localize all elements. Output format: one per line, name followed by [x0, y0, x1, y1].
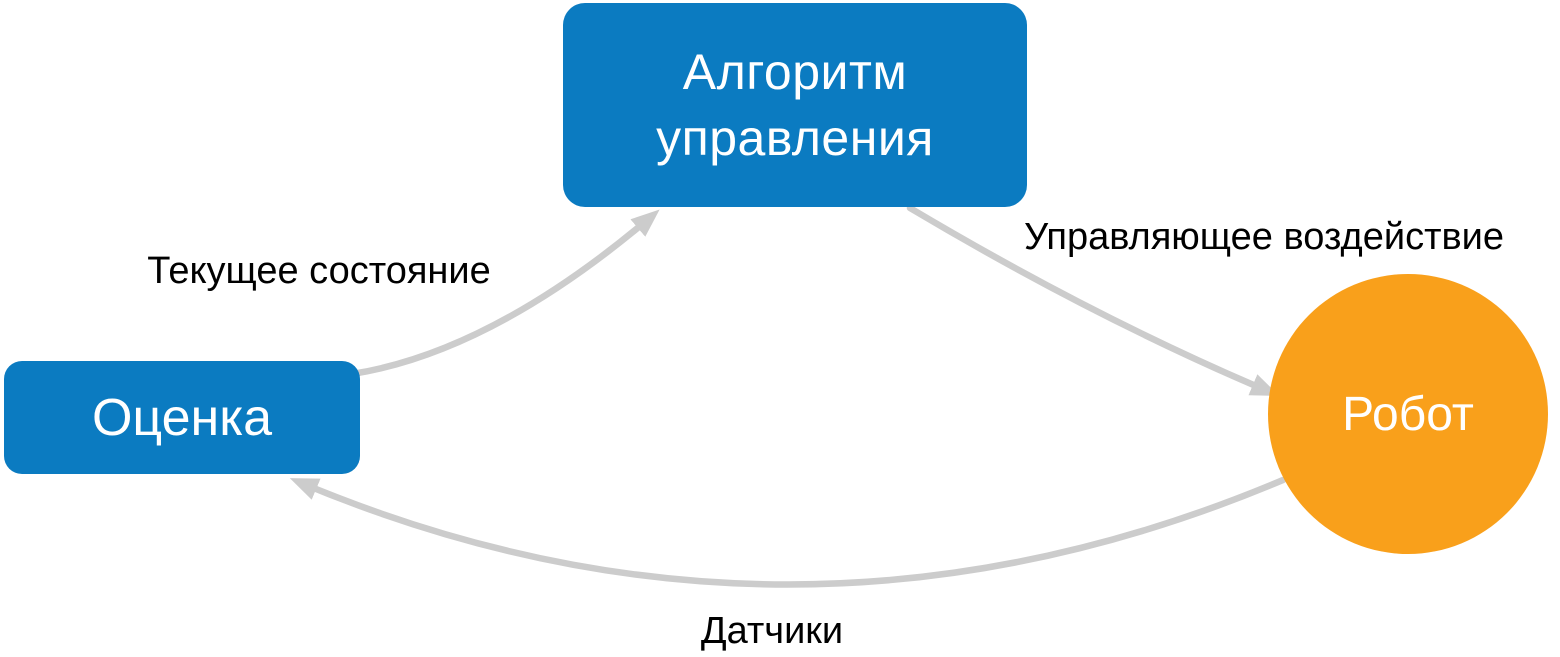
edge-label-sensors: Датчики — [700, 610, 844, 652]
node-estimation[interactable]: Оценка — [4, 361, 360, 474]
node-estimation-label: Оценка — [91, 388, 273, 447]
edge-current-state-arrow — [348, 209, 660, 378]
edge-control-action-arrow — [906, 204, 1280, 396]
node-control-algorithm[interactable]: Алгоритм управления — [563, 3, 1027, 207]
edge-sensors-arrow — [289, 476, 1287, 588]
edge-label-control-action: Управляющее воздействие — [1023, 216, 1505, 258]
node-robot[interactable]: Робот — [1268, 274, 1548, 554]
edge-label-current-state: Текущее состояние — [147, 250, 491, 292]
node-control-algorithm-label: Алгоритм управления — [656, 44, 934, 166]
node-robot-label: Робот — [1342, 387, 1474, 441]
